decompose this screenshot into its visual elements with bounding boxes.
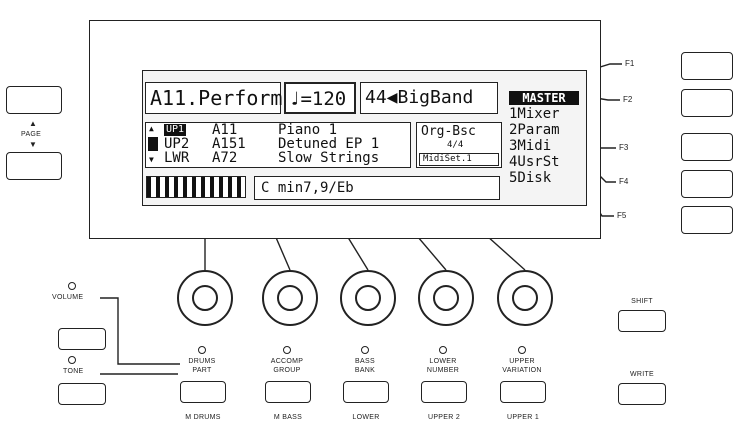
f2-button[interactable] bbox=[681, 89, 733, 117]
chord-value: C min7,9/Eb bbox=[261, 180, 354, 196]
volume-label: VOLUME bbox=[52, 294, 84, 301]
tone-button[interactable] bbox=[58, 383, 106, 405]
knob-4-led bbox=[439, 346, 447, 354]
shift-button[interactable] bbox=[618, 310, 666, 332]
tone-led bbox=[68, 356, 76, 364]
knob-5[interactable] bbox=[497, 270, 553, 326]
part-list bbox=[145, 122, 411, 168]
knob-3-bottom-label: BANK bbox=[354, 367, 376, 374]
knob-1-top-label: DRUMS bbox=[188, 358, 216, 365]
scroll-up-icon[interactable]: ▲ bbox=[149, 124, 154, 133]
f2-label: F2 bbox=[623, 95, 633, 104]
part-sound-3: A72 bbox=[212, 150, 238, 166]
part-name-3: Slow Strings bbox=[278, 150, 380, 166]
write-button[interactable] bbox=[618, 383, 666, 405]
organ-meter: 4/4 bbox=[447, 140, 464, 150]
page-down-arrow: ▼ bbox=[29, 140, 38, 149]
knob-2-led bbox=[283, 346, 291, 354]
style-name: 44◀BigBand bbox=[365, 87, 474, 108]
knob-4-button-label: UPPER 2 bbox=[427, 414, 461, 421]
knob-2[interactable] bbox=[262, 270, 318, 326]
knob-4-bottom-label: NUMBER bbox=[426, 367, 460, 374]
f1-button[interactable] bbox=[681, 52, 733, 80]
scroll-bar[interactable] bbox=[148, 137, 158, 151]
knob-5-top-label: UPPER bbox=[509, 358, 535, 365]
page-down-button[interactable] bbox=[6, 152, 62, 180]
menu-item-2[interactable]: 2Param bbox=[509, 122, 560, 138]
f3-label: F3 bbox=[619, 143, 629, 152]
knob-4-button[interactable] bbox=[421, 381, 467, 403]
knob-3-led bbox=[361, 346, 369, 354]
knob-2-bottom-label: GROUP bbox=[273, 367, 301, 374]
menu-item-1[interactable]: 1Mixer bbox=[509, 106, 560, 122]
knob-3-button-label: LOWER bbox=[352, 414, 380, 421]
volume-leader bbox=[100, 297, 180, 365]
part-tag-1[interactable]: UP1 bbox=[164, 124, 187, 136]
f1-label: F1 bbox=[625, 59, 635, 68]
knob-1-button[interactable] bbox=[180, 381, 226, 403]
knob-1-button-label: M DRUMS bbox=[185, 414, 221, 421]
knob-2-button-label: M BASS bbox=[273, 414, 303, 421]
knob-4-top-label: LOWER bbox=[429, 358, 457, 365]
knob-5-button[interactable] bbox=[500, 381, 546, 403]
menu-item-4[interactable]: 4UsrSt bbox=[509, 154, 560, 170]
part-name-1: Piano 1 bbox=[278, 122, 338, 138]
menu-item-3[interactable]: 3Midi bbox=[509, 138, 552, 154]
shift-label: SHIFT bbox=[631, 298, 653, 305]
knob-3-button[interactable] bbox=[343, 381, 389, 403]
write-label: WRITE bbox=[629, 371, 655, 378]
knob-2-top-label: ACCOMP bbox=[270, 358, 304, 365]
knob-3-top-label: BASS bbox=[355, 358, 375, 365]
f3-button[interactable] bbox=[681, 133, 733, 161]
organ-name: Org-Bsc bbox=[421, 124, 476, 139]
chord-field: C min7,9/Eb bbox=[254, 176, 500, 200]
f4-button[interactable] bbox=[681, 170, 733, 198]
f5-label: F5 bbox=[617, 211, 627, 220]
f4-label: F4 bbox=[619, 177, 629, 186]
part-name-2: Detuned EP 1 bbox=[278, 136, 380, 152]
part-sound-2: A151 bbox=[212, 136, 246, 152]
style-field[interactable]: 44◀BigBand bbox=[360, 82, 498, 114]
knob-1-bottom-label: PART bbox=[192, 367, 212, 374]
menu-item-5[interactable]: 5Disk bbox=[509, 170, 552, 186]
keyboard-icon bbox=[146, 176, 246, 198]
page-label: PAGE bbox=[21, 131, 42, 138]
tempo-field[interactable]: ♩=120 bbox=[284, 82, 356, 114]
knob-5-led bbox=[518, 346, 526, 354]
volume-led bbox=[68, 282, 76, 290]
knob-1[interactable] bbox=[177, 270, 233, 326]
performance-name: A11.Perform1 bbox=[150, 86, 295, 110]
knob-4[interactable] bbox=[418, 270, 474, 326]
page-up-arrow: ▲ bbox=[29, 119, 38, 128]
menu-title-text: MASTER bbox=[522, 91, 566, 105]
menu-title: MASTER bbox=[509, 91, 579, 105]
f5-button[interactable] bbox=[681, 206, 733, 234]
performance-field[interactable]: A11.Perform1 bbox=[145, 82, 295, 114]
knob-1-led bbox=[198, 346, 206, 354]
midi-set-field[interactable]: MidiSet.1 bbox=[419, 153, 499, 166]
knob-2-button[interactable] bbox=[265, 381, 311, 403]
part-tag-2[interactable]: UP2 bbox=[164, 136, 190, 152]
scroll-down-icon[interactable]: ▼ bbox=[149, 155, 154, 164]
tone-label: TONE bbox=[63, 368, 84, 375]
midi-set-value: MidiSet.1 bbox=[423, 154, 472, 164]
knob-5-button-label: UPPER 1 bbox=[506, 414, 540, 421]
volume-button[interactable] bbox=[58, 328, 106, 350]
page-up-button[interactable] bbox=[6, 86, 62, 114]
part-sound-1: A11 bbox=[212, 122, 238, 138]
knob-3[interactable] bbox=[340, 270, 396, 326]
knob-5-bottom-label: VARIATION bbox=[502, 367, 542, 374]
part-tag-3[interactable]: LWR bbox=[164, 150, 190, 166]
tempo-value: ♩=120 bbox=[289, 88, 347, 110]
